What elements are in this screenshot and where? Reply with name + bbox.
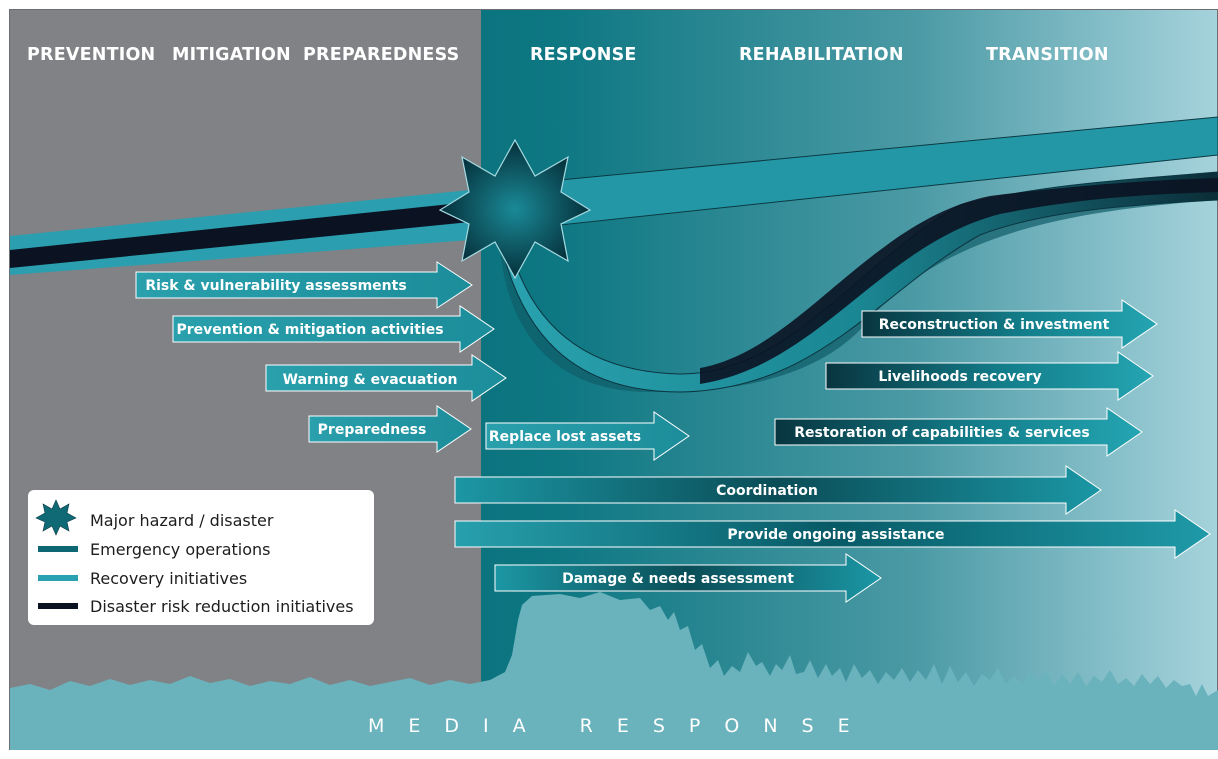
- arrow-livelihoods-label: Livelihoods recovery: [878, 369, 1041, 385]
- legend: Major hazard / disaster Emergency operat…: [28, 490, 374, 625]
- phase-transition: TRANSITION: [986, 45, 1109, 65]
- arrow-coordination: Coordination: [454, 465, 1102, 515]
- arrow-prevention-label: Prevention & mitigation activities: [176, 322, 443, 338]
- arrow-preparedness: Preparedness: [308, 405, 472, 453]
- arrow-damage-label: Damage & needs assessment: [562, 571, 794, 587]
- arrow-reconstruction: Reconstruction & investment: [861, 299, 1158, 349]
- legend-emergency-swatch: [38, 546, 78, 552]
- legend-box: [28, 490, 374, 625]
- arrow-livelihoods: Livelihoods recovery: [825, 351, 1154, 401]
- legend-hazard-icon: [35, 499, 77, 536]
- legend-drr-swatch: [38, 603, 78, 609]
- arrow-risk-label: Risk & vulnerability assessments: [145, 278, 406, 294]
- phase-mitigation: MITIGATION: [172, 45, 291, 65]
- legend-drr-label: Disaster risk reduction initiatives: [90, 597, 354, 616]
- arrow-warning-label: Warning & evacuation: [283, 372, 458, 388]
- arrow-ongoing-assistance: Provide ongoing assistance: [454, 509, 1211, 559]
- drr-curve: [700, 178, 1218, 384]
- arrow-replace-assets: Replace lost assets: [485, 411, 690, 461]
- arrow-prevention-activities: Prevention & mitigation activities: [172, 305, 495, 353]
- phase-prevention: PREVENTION: [27, 45, 155, 65]
- media-response-area: [10, 592, 1218, 750]
- arrow-risk-assessments: Risk & vulnerability assessments: [135, 261, 473, 309]
- phase-rehabilitation: REHABILITATION: [739, 45, 904, 65]
- arrow-warning-evacuation: Warning & evacuation: [265, 354, 507, 402]
- arrow-restoration-label: Restoration of capabilities & services: [794, 425, 1090, 441]
- legend-recovery-swatch: [38, 575, 78, 581]
- legend-emergency-label: Emergency operations: [90, 540, 270, 559]
- media-response-label: MEDIA RESPONSE: [368, 715, 874, 737]
- arrow-damage-assessment: Damage & needs assessment: [494, 553, 882, 603]
- arrow-preparedness-label: Preparedness: [318, 422, 427, 438]
- arrow-coordination-label: Coordination: [716, 483, 818, 499]
- arrow-reconstruction-label: Reconstruction & investment: [879, 317, 1110, 333]
- legend-hazard-label: Major hazard / disaster: [90, 511, 274, 530]
- arrow-ongoing-label: Provide ongoing assistance: [727, 527, 944, 543]
- hazard-starburst-icon: [438, 138, 592, 280]
- phase-response: RESPONSE: [530, 45, 637, 65]
- arrow-replace-label: Replace lost assets: [489, 429, 641, 445]
- arrow-restoration: Restoration of capabilities & services: [774, 407, 1143, 457]
- drr-band-left: [10, 202, 470, 268]
- phase-preparedness: PREPAREDNESS: [303, 45, 459, 65]
- legend-recovery-label: Recovery initiatives: [90, 569, 247, 588]
